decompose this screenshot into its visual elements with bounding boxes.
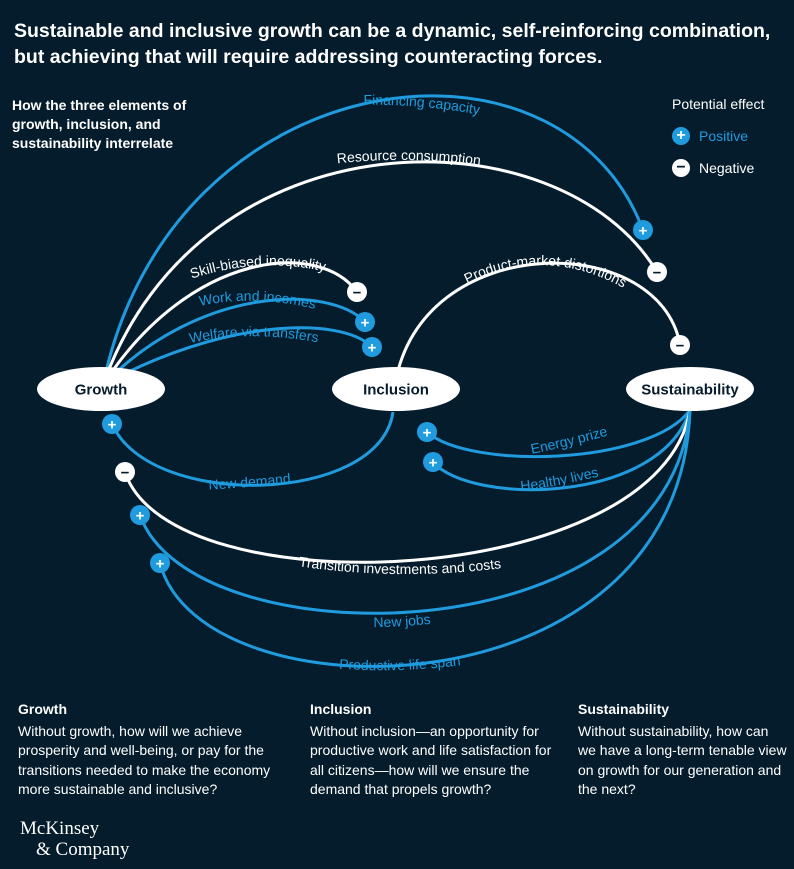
label-resource-consumption: Resource consumption (336, 147, 482, 168)
plus-icon: + (355, 312, 375, 332)
svg-text:−: − (121, 465, 130, 482)
footer-growth: Growth Without growth, how will we achie… (18, 700, 278, 800)
svg-text:−: − (353, 285, 362, 302)
label-transition-investments: Transition investments and costs (298, 553, 502, 577)
label-new-demand: New demand (208, 470, 291, 493)
footer-sustainability: Sustainability Without sustainability, h… (578, 700, 788, 800)
curve-work-and-incomes (101, 297, 367, 387)
footer-sustainability-text: Without sustainability, how can we have … (578, 722, 787, 798)
logo-line-2: & Company (36, 839, 130, 860)
plus-icon: + (362, 337, 382, 357)
plus-icon: + (633, 220, 653, 240)
label-skill-biased-inequality: Skill-biased inequality (188, 252, 328, 281)
node-inclusion: Inclusion (332, 367, 460, 411)
plus-icon: + (130, 505, 150, 525)
footer-inclusion-title: Inclusion (310, 701, 372, 717)
svg-text:+: + (429, 455, 438, 472)
svg-text:+: + (423, 425, 432, 442)
legend-positive-label: Positive (699, 128, 749, 144)
svg-text:+: + (156, 556, 165, 573)
plus-icon: + (672, 127, 690, 145)
footer-inclusion-text: Without inclusion—an opportunity for pro… (310, 722, 552, 798)
label-financing-capacity: Financing capacity (363, 92, 481, 118)
node-growth-label: Growth (75, 382, 128, 399)
footer-sustainability-title: Sustainability (578, 701, 670, 717)
node-sustainability: Sustainability (626, 367, 754, 411)
label-new-jobs: New jobs (373, 611, 431, 630)
legend-negative-label: Negative (699, 160, 755, 176)
node-growth: Growth (37, 367, 165, 411)
plus-icon: + (423, 452, 443, 472)
logo-line-1: McKinsey (20, 818, 100, 839)
footer-growth-title: Growth (18, 701, 67, 717)
svg-text:+: + (136, 508, 145, 525)
curve-product-market-distortions (393, 261, 682, 387)
label-work-and-incomes: Work and incomes (198, 288, 318, 312)
legend-negative: − Negative (672, 159, 792, 177)
interrelation-diagram: Financing capacity Resource consumption … (37, 92, 754, 673)
minus-icon: − (672, 159, 690, 177)
curve-new-jobs (138, 408, 692, 615)
diagram-subhead: How the three elements of growth, inclus… (12, 97, 187, 151)
footer-growth-text: Without growth, how will we achieve pros… (18, 722, 271, 798)
svg-text:+: + (639, 223, 648, 240)
nodes: Growth Inclusion Sustainability (37, 367, 754, 411)
svg-text:+: + (361, 315, 370, 332)
effect-markers: + − − + + − + + + − + + (102, 220, 690, 573)
minus-icon: − (670, 335, 690, 355)
label-welfare-via-transfers: Welfare via transfers (188, 323, 320, 346)
node-inclusion-label: Inclusion (363, 382, 429, 399)
minus-icon: − (647, 262, 667, 282)
legend: Potential effect + Positive − Negative (672, 96, 792, 191)
svg-text:−: − (676, 338, 685, 355)
minus-icon: − (347, 282, 367, 302)
label-productive-life-span: Productive life span (339, 652, 462, 673)
plus-icon: + (150, 553, 170, 573)
footer-inclusion: Inclusion Without inclusion—an opportuni… (310, 700, 560, 800)
legend-title: Potential effect (672, 96, 765, 112)
headline: Sustainable and inclusive growth can be … (14, 20, 771, 68)
minus-icon: − (115, 462, 135, 482)
label-product-market-distortions: Product-market distortions (461, 252, 629, 290)
legend-positive: + Positive (672, 127, 792, 145)
svg-text:+: + (108, 417, 117, 434)
mckinsey-logo: McKinsey & Company (20, 818, 129, 860)
svg-text:+: + (368, 340, 377, 357)
plus-icon: + (102, 414, 122, 434)
svg-text:−: − (653, 265, 662, 282)
node-sustainability-label: Sustainability (641, 382, 739, 399)
plus-icon: + (417, 422, 437, 442)
